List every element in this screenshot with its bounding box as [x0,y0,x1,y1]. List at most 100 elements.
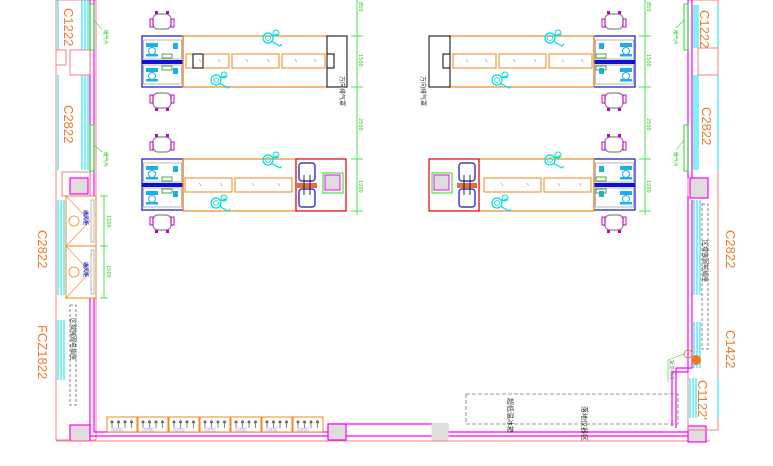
reagent-cabinet [137,416,169,433]
chair-icon [149,214,175,233]
bottle-icon [154,420,158,424]
power-strip [69,304,77,406]
svg-text:850: 850 [357,2,363,12]
svg-text:1500: 1500 [357,54,363,67]
faucet-icon [457,183,477,188]
window-label: C2822 [723,230,738,268]
svg-text:2500: 2500 [357,118,363,131]
sink-unit [428,158,480,212]
monitor-icon [620,191,632,195]
workstation [593,158,636,211]
equipment-icon [544,29,565,47]
svg-text:紧急喷淋: 紧急喷淋 [668,360,675,380]
bottle-icon [210,420,213,424]
reagent-cabinet [230,416,262,433]
svg-text:850: 850 [645,2,651,12]
dimension-line-left [351,0,363,215]
chair-icon [149,92,175,111]
power-strip-label: 区域强弱电插座 [701,240,709,282]
window-glass-left [57,0,89,380]
cabinet-label: 试剂柜 [266,426,278,432]
window-label: C1422 [723,330,738,368]
bottle-icon [130,420,133,424]
equipment-icon [491,194,512,212]
monitor-icon [620,166,632,170]
power-strip-label: 区域强弱电插座 [69,318,77,360]
bottle-icon [265,420,269,424]
equipment-icon [544,151,565,169]
column [69,424,91,442]
bench-cabinet [498,53,547,69]
faucet-icon [297,183,317,188]
chair-icon [601,92,627,111]
sink-unit [295,158,347,212]
cabinet-label: 试剂柜 [173,426,185,432]
svg-text:1500: 1500 [357,180,363,193]
monitor-icon [146,68,158,72]
instrument-zone: 落地仪器区 超低温冰箱 [465,393,679,441]
bench-cabinet [281,53,326,69]
svg-text:暖气片: 暖气片 [102,152,109,167]
reagent-cabinet [106,416,138,433]
bottle-icon [110,420,114,424]
equipment-icon [262,151,283,169]
equipment-icon [210,194,231,212]
sink-basin [458,162,476,182]
equipment-icon [210,71,231,89]
monitor-icon [146,166,158,170]
bottle-icon [303,420,306,424]
radiator: 暖气片 [672,3,689,51]
fume-hood: 通风柜 [65,195,97,247]
window-label: C1122' [695,380,710,420]
chair-icon [601,134,627,153]
svg-text:1500: 1500 [645,54,651,67]
radiator: 暖气片 [89,124,109,172]
bench-cabinet [543,177,592,193]
column [327,423,347,441]
sink-basin [298,162,316,182]
bottle-icon [309,420,313,424]
window-label: C1222 [61,8,76,46]
bench-cabinet [548,53,593,69]
cabinet-label: 试剂柜 [204,426,216,432]
window-label: C2822 [61,105,76,143]
bottle-icon [278,420,282,424]
bottle-icon [296,420,300,424]
bench-cabinet [231,53,280,69]
sink-basin [458,188,476,208]
column [69,177,89,195]
cabinet-label: 试剂柜 [297,426,309,432]
chair-icon [601,11,627,30]
reagent-cabinet [168,416,200,433]
window-label: C2822 [35,230,50,268]
bottle-icon [117,420,120,424]
svg-text:1500: 1500 [645,180,651,193]
bottle-icon [179,420,182,424]
workstation [141,158,184,211]
window-label: C1222 [697,10,712,48]
cabinet-label: 试剂柜 [235,426,247,432]
bottle-icon [234,420,238,424]
gas-hood [428,35,451,88]
gas-hood-label: 万向排气罩 [419,76,427,106]
bottle-icon [272,420,275,424]
chair-icon [601,214,627,233]
svg-text:暖气片: 暖气片 [102,30,109,45]
svg-text:落地仪器区: 落地仪器区 [580,406,589,441]
bottle-icon [223,420,226,424]
bottle-icon [203,420,207,424]
emergency-shower-icon: 紧急喷淋 [667,349,701,382]
column [431,423,449,441]
workstation [593,35,636,88]
equipment-icon [262,29,283,47]
power-strip [701,203,709,350]
radiator: 暖气片 [89,3,109,51]
bottle-icon [285,420,288,424]
reagent-cabinet [292,416,324,433]
bench-cabinet [452,53,497,69]
svg-text:暖气片: 暖气片 [672,30,679,45]
bottle-icon [148,420,151,424]
fume-hood: 通风柜 [65,245,97,299]
bottle-icon [316,420,319,424]
